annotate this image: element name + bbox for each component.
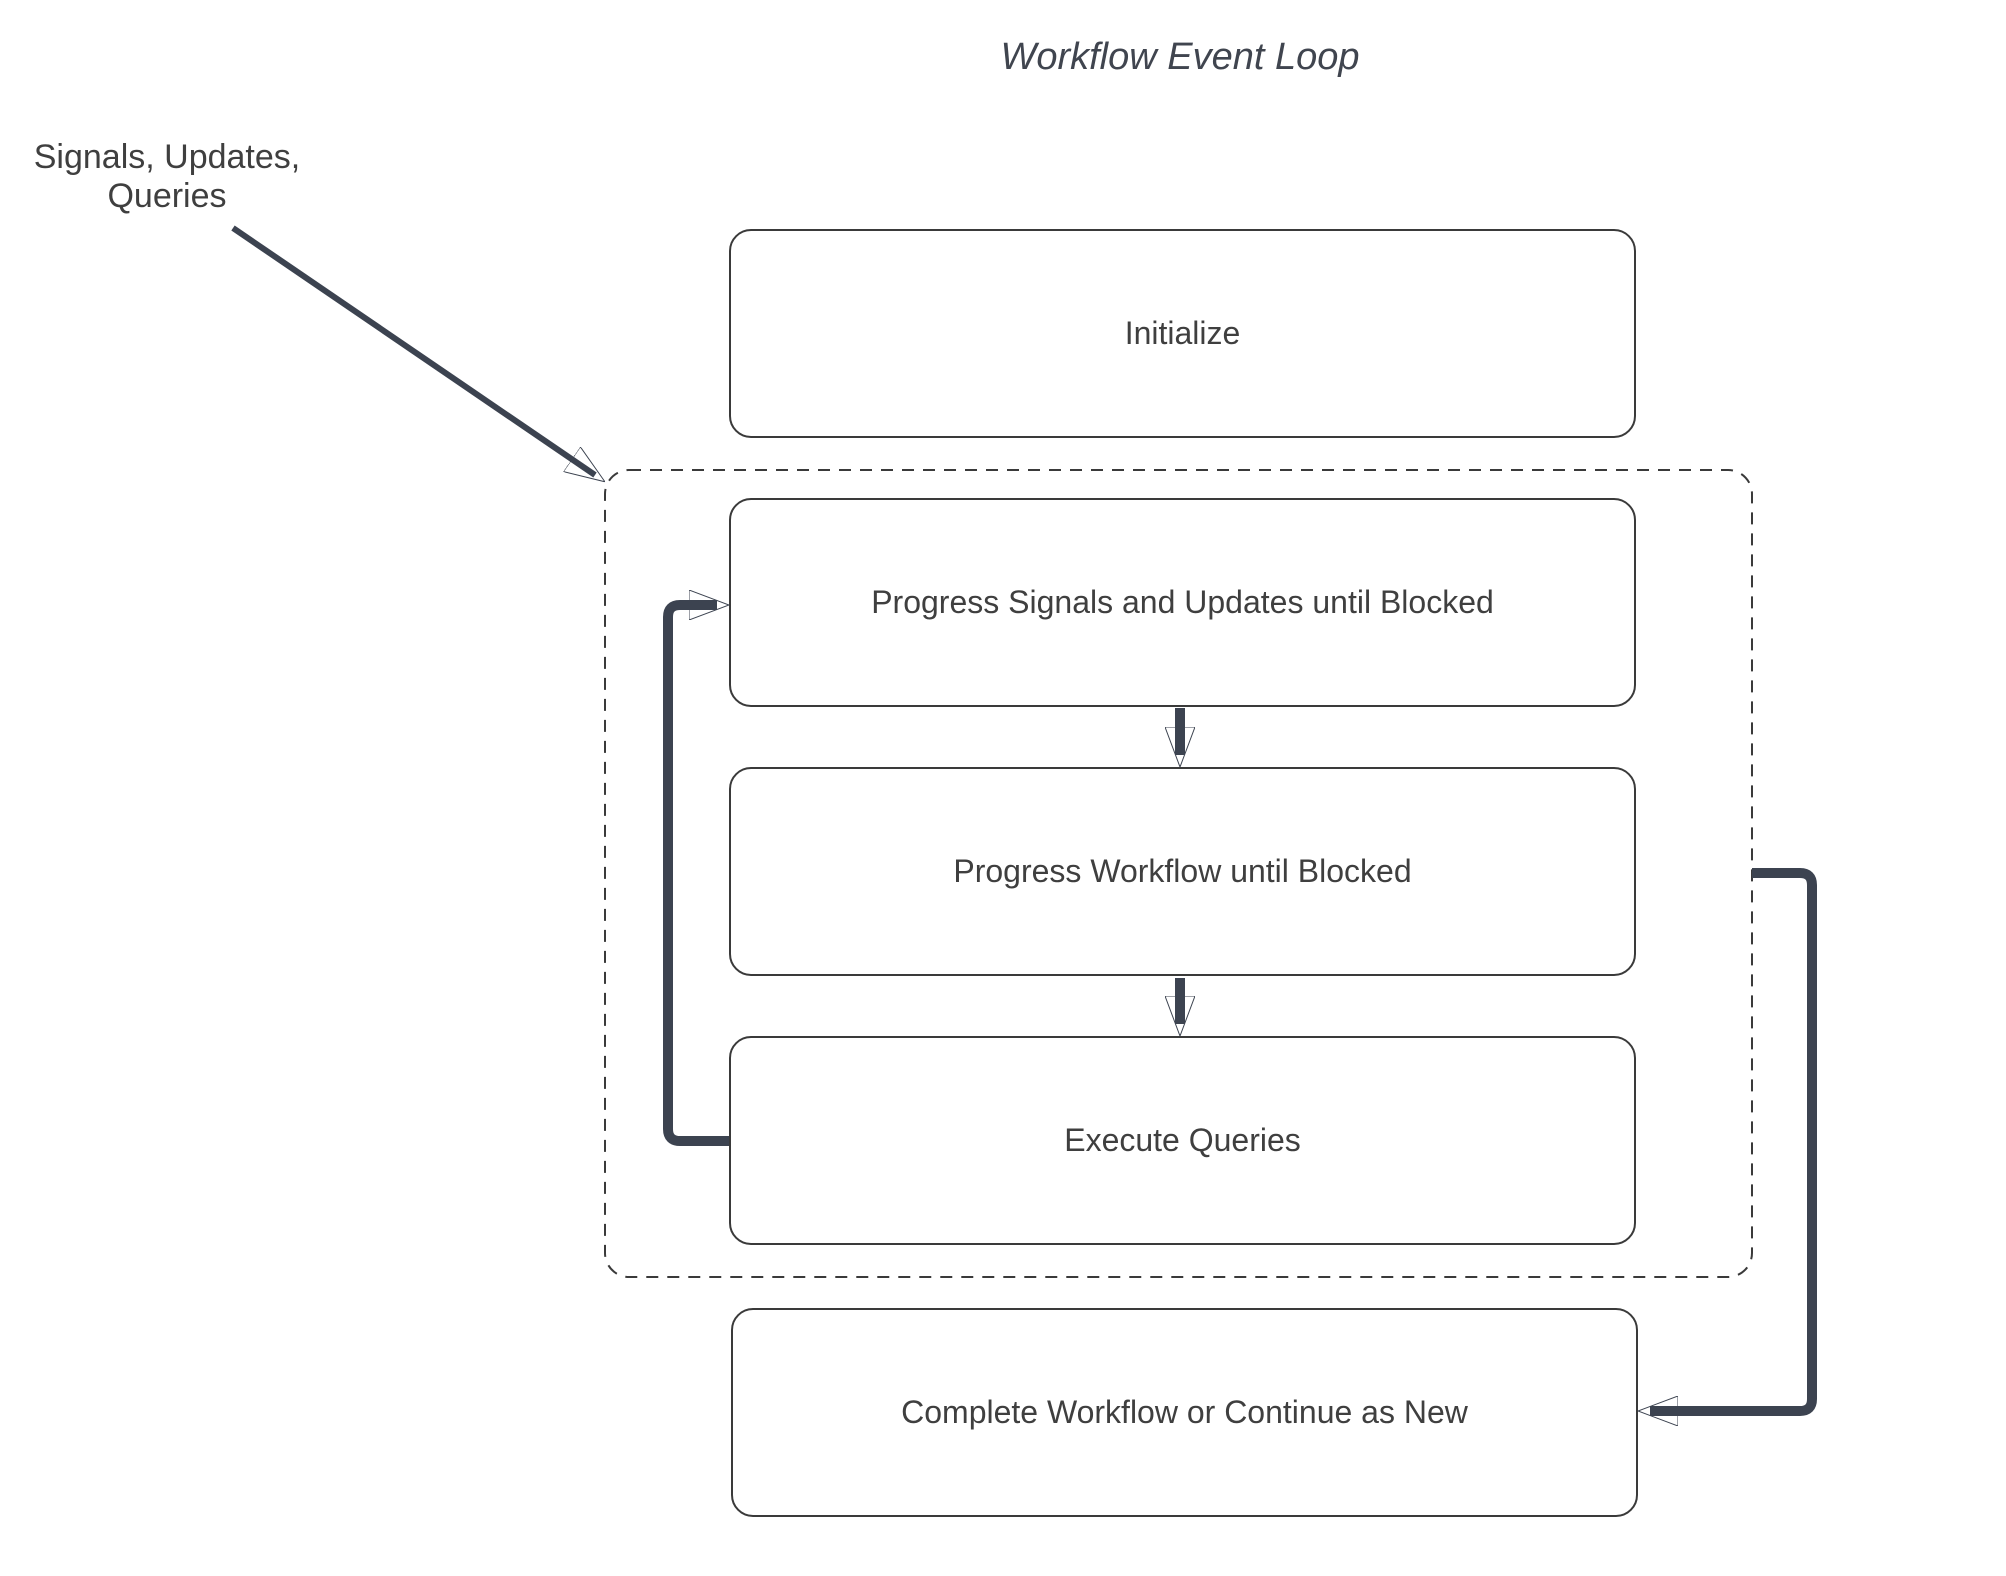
node-progress-signals-and-updates: Progress Signals and Updates until Block… bbox=[729, 498, 1636, 707]
signals-arrow bbox=[231, 225, 595, 475]
page-title: Workflow Event Loop bbox=[1000, 36, 1360, 78]
node-complete-workflow-or-continue-as-new-label: Complete Workflow or Continue as New bbox=[901, 1394, 1468, 1430]
node-complete-workflow-or-continue-as-new: Complete Workflow or Continue as New bbox=[731, 1308, 1638, 1517]
node-initialize-label: Initialize bbox=[1124, 315, 1241, 351]
node-initialize: Initialize bbox=[729, 229, 1636, 438]
signals-updates-queries-annotation: Signals, Updates, Queries bbox=[33, 138, 301, 215]
node-execute-queries-label: Execute Queries bbox=[1064, 1122, 1301, 1158]
node-progress-workflow: Progress Workflow until Blocked bbox=[729, 767, 1636, 976]
loop-back-arrow bbox=[663, 605, 729, 1146]
node-execute-queries: Execute Queries bbox=[729, 1036, 1636, 1245]
loop-exit-arrow bbox=[1650, 868, 1817, 1411]
node-progress-workflow-label: Progress Workflow until Blocked bbox=[953, 853, 1412, 889]
node-progress-signals-and-updates-label: Progress Signals and Updates until Block… bbox=[871, 584, 1494, 620]
